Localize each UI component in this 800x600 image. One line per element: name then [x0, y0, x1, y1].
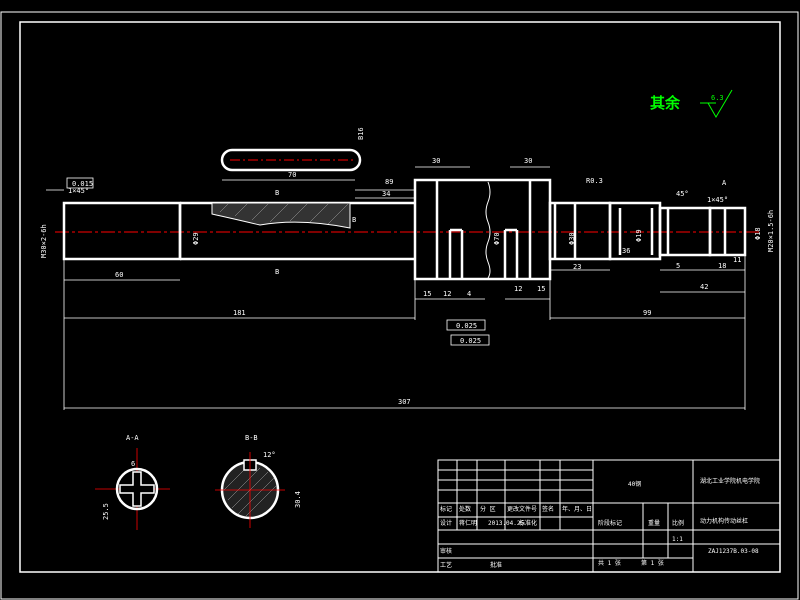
approve-label: 批准 — [490, 561, 502, 569]
dim-b16: B16 — [357, 127, 365, 140]
check-label: 审核 — [440, 547, 452, 555]
svg-text:0.025: 0.025 — [460, 337, 481, 345]
dim-5: 5 — [676, 262, 680, 270]
col-doc: 更改文件号 — [507, 505, 537, 513]
design-date: 2013.04.25 — [488, 520, 525, 527]
designer-label: 设计 — [440, 519, 452, 527]
stage-label: 阶段标记 — [598, 519, 622, 527]
svg-text:0.025: 0.025 — [456, 322, 477, 330]
dim-m30: M30×2-6h — [40, 224, 48, 258]
dim-36: 36 — [622, 247, 630, 255]
dim-60: 60 — [115, 271, 123, 279]
hub-details — [435, 180, 727, 279]
dim-181: 181 — [233, 309, 246, 317]
dim-15b: 15 — [537, 285, 545, 293]
dim-r03: R0.3 — [586, 177, 603, 185]
datum-b-bottom: B — [275, 268, 279, 276]
designer-name: 蒋仁明 — [459, 519, 477, 527]
dim-1x45-right: 1×45° — [707, 196, 728, 204]
col-count: 处数 — [459, 505, 471, 513]
section-bb-label: B-B — [245, 434, 258, 442]
col-mark: 标记 — [440, 505, 452, 513]
title-block — [437, 459, 781, 573]
partial-section — [211, 202, 351, 229]
process-label: 工艺 — [440, 561, 452, 569]
col-zone: 分 区 — [480, 505, 496, 513]
dim-307: 307 — [398, 398, 411, 406]
dim-15a: 15 — [423, 290, 431, 298]
dim-m20: M20×1.5-6h — [767, 210, 775, 252]
dim-11: 11 — [733, 256, 741, 264]
dim-99: 99 — [643, 309, 651, 317]
dim-phi18: Φ18 — [754, 227, 762, 240]
section-aa-view — [95, 448, 170, 530]
dim-30-4: 30.4 — [294, 491, 302, 508]
break-line — [485, 181, 491, 279]
dim-34: 34 — [382, 190, 390, 198]
tolerance-frame-3: 0.015 — [66, 177, 94, 189]
dim-25-5: 25.5 — [102, 503, 110, 520]
dim-30a: 30 — [432, 157, 440, 165]
standard-label: 标准化 — [519, 519, 537, 527]
col-date: 年、月、日 — [562, 505, 592, 513]
section-bb-view — [215, 452, 285, 528]
dim-6: 6 — [131, 460, 135, 468]
school-name: 湖北工业学院机电学院 — [700, 477, 760, 485]
drawing-number: ZAJ1237B.03-08 — [708, 548, 759, 555]
dim-89: 89 — [385, 178, 393, 186]
col-sign: 签名 — [542, 505, 554, 513]
tolerance-frame-2: 0.025 — [450, 334, 490, 346]
tolerance-frame-1: 0.025 — [446, 319, 486, 331]
dim-45deg: 45° — [676, 190, 689, 198]
dim-phi30: Φ30 — [568, 232, 576, 245]
scale-label: 比例 — [672, 519, 684, 527]
drawing-name: 动力机构传动丝杠 — [700, 517, 748, 525]
dim-42: 42 — [700, 283, 708, 291]
dim-12a: 12 — [443, 290, 451, 298]
dim-23: 23 — [573, 263, 581, 271]
sheet-number: 第 1 张 — [641, 559, 664, 567]
dim-phi70: Φ70 — [493, 232, 501, 245]
sheet-border — [0, 11, 799, 600]
shaft-outline — [62, 178, 747, 281]
dim-18: 18 — [718, 262, 726, 270]
dim-phi19: Φ19 — [635, 229, 643, 242]
dim-4: 4 — [467, 290, 471, 298]
weight-label: 重量 — [648, 519, 660, 527]
section-aa-label: A-A — [126, 434, 139, 442]
dim-30b: 30 — [524, 157, 532, 165]
datum-b-mid: B — [352, 216, 356, 224]
dim-12deg: 12° — [263, 451, 276, 459]
datum-a: A — [722, 179, 727, 187]
scale-value: 1:1 — [672, 536, 683, 543]
svg-text:0.015: 0.015 — [72, 180, 93, 188]
dim-phi29: Φ29 — [192, 232, 200, 245]
dim-1x45-left: 1×45° — [68, 187, 89, 195]
svg-text:6.3: 6.3 — [711, 94, 724, 102]
dimension-lines — [46, 166, 746, 410]
material: 40钢 — [628, 480, 641, 488]
keyway-slot — [220, 148, 362, 172]
roughness-symbol: 6.3 — [700, 89, 733, 118]
frame-border — [19, 21, 781, 573]
dim-12b: 12 — [514, 285, 522, 293]
dim-70: 70 — [288, 171, 296, 179]
sheets-total: 共 1 张 — [598, 559, 621, 567]
datum-b-top: B — [275, 189, 279, 197]
roughness-note: 其余 — [650, 94, 681, 112]
